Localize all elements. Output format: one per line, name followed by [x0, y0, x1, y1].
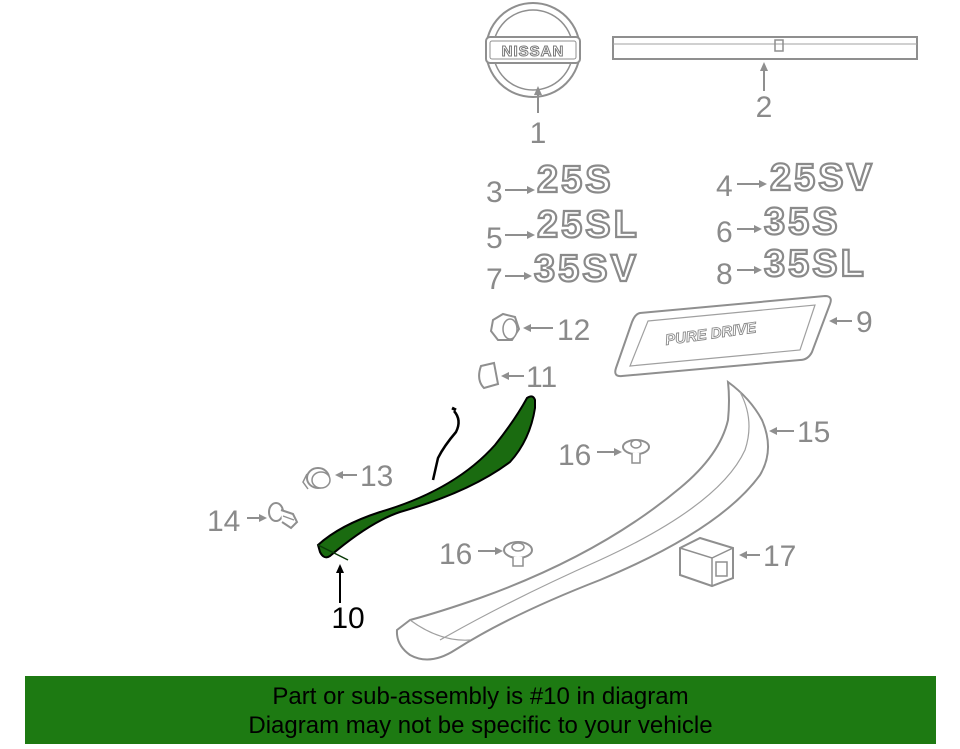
part-11-pad[interactable]: [478, 361, 500, 390]
callout-11: 11: [526, 361, 557, 394]
part-2-trim-strip[interactable]: [612, 36, 918, 60]
part-16-clip-upper[interactable]: [622, 439, 650, 464]
badge-25sl[interactable]: 25SL: [536, 203, 640, 247]
part-10-garnish-highlighted[interactable]: [316, 395, 536, 561]
footer-line-2: Diagram may not be specific to your vehi…: [248, 712, 713, 739]
callout-14: 14: [207, 505, 240, 538]
callout-12: 12: [557, 314, 590, 347]
part-16-clip-lower[interactable]: [503, 541, 533, 567]
callout-1: 1: [530, 117, 547, 150]
part-12-nut[interactable]: [489, 312, 521, 341]
callout-17: 17: [763, 540, 796, 573]
part-1-nissan-emblem[interactable]: NISSAN: [485, 2, 581, 98]
callout-8: 8: [716, 258, 733, 291]
badge-25sv[interactable]: 25SV: [769, 156, 875, 200]
callout-10: 10: [331, 602, 364, 635]
callout-16-upper: 16: [558, 439, 591, 472]
callout-5: 5: [486, 222, 503, 255]
callout-7: 7: [486, 263, 503, 296]
part-14-clip[interactable]: [268, 502, 299, 530]
part-15-spoiler[interactable]: [395, 379, 769, 661]
badge-35s[interactable]: 35S: [763, 200, 841, 244]
part-17-bracket[interactable]: [679, 536, 734, 588]
footer-line-1: Part or sub-assembly is #10 in diagram: [272, 683, 689, 710]
callout-13: 13: [360, 460, 393, 493]
nissan-logo-text: NISSAN: [502, 43, 565, 60]
part-13-grommet[interactable]: [302, 467, 331, 490]
callout-4: 4: [716, 170, 733, 203]
badge-35sv[interactable]: 35SV: [533, 247, 639, 291]
callout-15: 15: [797, 416, 830, 449]
callout-3: 3: [486, 176, 503, 209]
badge-35sl[interactable]: 35SL: [763, 242, 867, 286]
badge-25s[interactable]: 25S: [536, 158, 614, 202]
footer-banner: Part or sub-assembly is #10 in diagram D…: [25, 676, 936, 744]
callout-16-lower: 16: [439, 538, 472, 571]
callout-6: 6: [716, 216, 733, 249]
part-9-pure-drive-badge[interactable]: PURE DRIVE: [614, 294, 832, 378]
callout-2: 2: [756, 91, 773, 124]
callout-9: 9: [856, 306, 873, 339]
